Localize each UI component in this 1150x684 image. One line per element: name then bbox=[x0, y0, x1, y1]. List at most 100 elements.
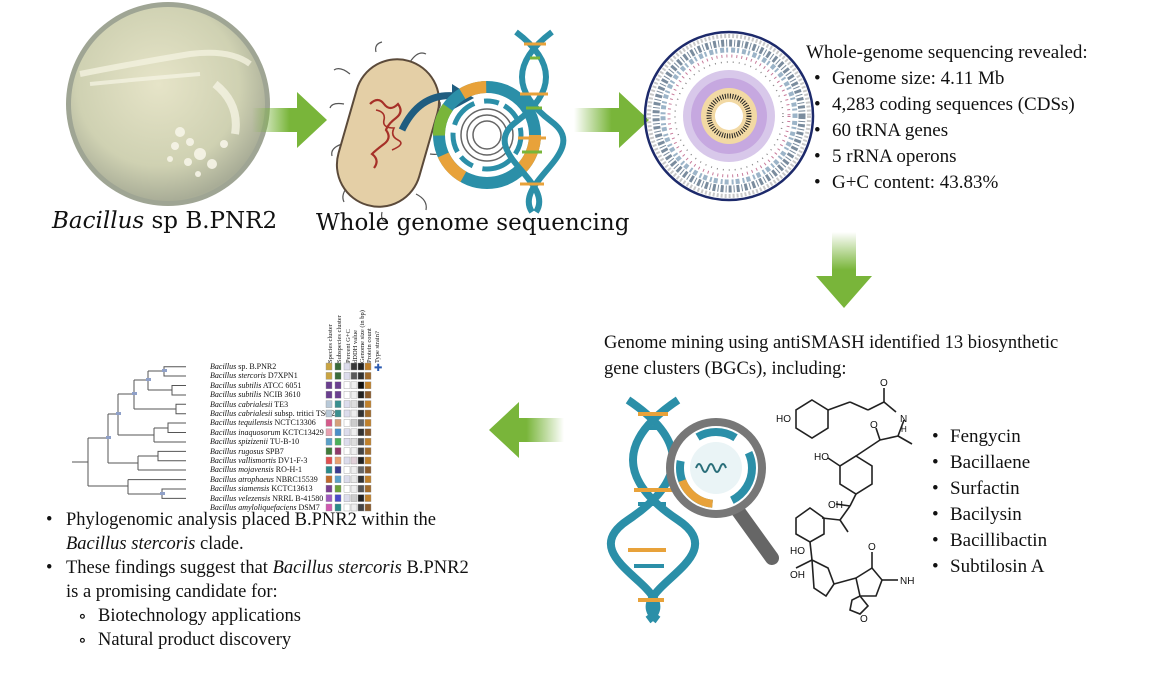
phylogenetic-tree bbox=[72, 366, 186, 499]
matrix-cell bbox=[357, 362, 365, 371]
strain-label: Bacillus tequilensis NCTC13306 bbox=[210, 418, 316, 428]
finding-phylogeny: Phylogenomic analysis placed B.PNR2 with… bbox=[44, 508, 484, 556]
matrix-cell bbox=[343, 475, 351, 484]
matrix-cell bbox=[334, 428, 342, 437]
matrix-cell bbox=[334, 484, 342, 493]
matrix-cell bbox=[325, 494, 333, 502]
matrix-cell bbox=[350, 419, 358, 427]
dna-helix-icon bbox=[501, 29, 567, 214]
matrix-cell bbox=[350, 362, 358, 371]
matrix-cell bbox=[343, 419, 351, 427]
matrix-cell bbox=[357, 419, 365, 427]
flow-arrow-right-1 bbox=[252, 92, 327, 148]
svg-text:O: O bbox=[880, 378, 888, 389]
fact-genome-size: Genome size: 4.11 Mb bbox=[806, 66, 1088, 92]
matrix-cell bbox=[343, 456, 351, 465]
finding-candidate: These findings suggest that Bacillus ste… bbox=[44, 556, 484, 604]
svg-text:HO: HO bbox=[814, 452, 829, 463]
application-item: Biotechnology applications bbox=[76, 604, 484, 628]
circular-genome-icon bbox=[433, 81, 541, 189]
matrix-cell bbox=[334, 466, 342, 474]
matrix-cell bbox=[334, 381, 342, 389]
matrix-cell bbox=[325, 409, 333, 418]
svg-text:O: O bbox=[860, 614, 868, 625]
matrix-cell bbox=[350, 456, 358, 465]
genome-facts-panel: Whole-genome sequencing revealed: Genome… bbox=[806, 40, 1088, 196]
genome-facts-heading: Whole-genome sequencing revealed: bbox=[806, 42, 1088, 63]
matrix-cell bbox=[364, 409, 372, 418]
matrix-cell bbox=[325, 428, 333, 437]
trait-matrix: ✚ bbox=[325, 362, 382, 512]
strain-label: Bacillus subtilis ATCC 6051 bbox=[210, 380, 302, 390]
svg-text:OH: OH bbox=[828, 500, 843, 511]
fact-cds: 4,283 coding sequences (CDSs) bbox=[806, 92, 1088, 118]
bacterium-icon bbox=[329, 41, 445, 223]
matrix-cell bbox=[357, 475, 365, 484]
svg-text:OH: OH bbox=[790, 570, 805, 581]
matrix-cell bbox=[364, 428, 372, 437]
matrix-cell bbox=[343, 409, 351, 418]
circular-genome-map bbox=[643, 30, 815, 202]
matrix-cell bbox=[325, 381, 333, 389]
chemical-structure: HO N H O HO O OH HO NH O OH O bbox=[776, 378, 914, 625]
bgc-item: Surfactin bbox=[928, 476, 1047, 502]
matrix-cell bbox=[334, 409, 342, 418]
matrix-column-headers: Species cluster Subspecies cluster Perce… bbox=[327, 310, 381, 363]
flow-arrow-down bbox=[816, 232, 872, 308]
matrix-cell bbox=[343, 494, 351, 502]
strain-label: Bacillus cabrialesii subsp. tritici TSO2 bbox=[210, 409, 335, 419]
matrix-cell bbox=[343, 447, 351, 455]
strain-label: Bacillus vallismortis DV1-F-3 bbox=[210, 456, 308, 466]
matrix-cell bbox=[334, 447, 342, 455]
svg-text:O: O bbox=[868, 542, 876, 553]
matrix-cell bbox=[334, 494, 342, 502]
matrix-cell bbox=[364, 447, 372, 455]
matrix-cell bbox=[325, 466, 333, 474]
flow-arrow-right-2 bbox=[574, 92, 649, 148]
matrix-cell bbox=[364, 381, 372, 389]
matrix-cell bbox=[357, 447, 365, 455]
application-item: Natural product discovery bbox=[76, 628, 484, 652]
matrix-cell bbox=[325, 400, 333, 408]
matrix-cell bbox=[343, 362, 351, 371]
matrix-cell bbox=[325, 437, 333, 446]
matrix-cell bbox=[350, 475, 358, 484]
matrix-cell bbox=[364, 466, 372, 474]
matrix-cell bbox=[325, 447, 333, 455]
matrix-cell bbox=[343, 437, 351, 446]
matrix-cell bbox=[350, 428, 358, 437]
matrix-cell bbox=[364, 475, 372, 484]
matrix-cell bbox=[357, 456, 365, 465]
matrix-cell bbox=[350, 494, 358, 502]
isolate-caption: Bacillus sp B.PNR2 bbox=[52, 208, 278, 234]
svg-text:HO: HO bbox=[790, 546, 805, 557]
matrix-cell bbox=[357, 391, 365, 399]
svg-text:NH: NH bbox=[900, 576, 914, 587]
matrix-cell bbox=[343, 428, 351, 437]
strain-label: Bacillus cabrialesii TE3 bbox=[210, 399, 289, 409]
fact-rrna: 5 rRNA operons bbox=[806, 144, 1088, 170]
matrix-cell bbox=[364, 419, 372, 427]
fact-trna: 60 tRNA genes bbox=[806, 118, 1088, 144]
matrix-cell bbox=[357, 466, 365, 474]
matrix-cell bbox=[343, 391, 351, 399]
matrix-cell bbox=[364, 484, 372, 493]
matrix-cell bbox=[334, 437, 342, 446]
findings-list: Phylogenomic analysis placed B.PNR2 with… bbox=[44, 508, 484, 604]
matrix-cell bbox=[364, 391, 372, 399]
matrix-cell bbox=[364, 362, 372, 371]
matrix-cell bbox=[364, 437, 372, 446]
strain-label: Bacillus inaquosorum KCTC13429 bbox=[210, 427, 324, 437]
matrix-cell bbox=[364, 456, 372, 465]
bgc-item: Bacillaene bbox=[928, 450, 1047, 476]
matrix-cell bbox=[350, 391, 358, 399]
strain-label: Bacillus stercoris D7XPN1 bbox=[210, 371, 298, 381]
flow-arrow-left bbox=[489, 402, 564, 458]
matrix-cell bbox=[334, 372, 342, 380]
matrix-cell bbox=[350, 400, 358, 408]
matrix-cell bbox=[334, 456, 342, 465]
matrix-cell bbox=[325, 372, 333, 380]
matrix-cell bbox=[334, 475, 342, 484]
svg-text:N: N bbox=[900, 414, 907, 425]
matrix-cell bbox=[325, 475, 333, 484]
